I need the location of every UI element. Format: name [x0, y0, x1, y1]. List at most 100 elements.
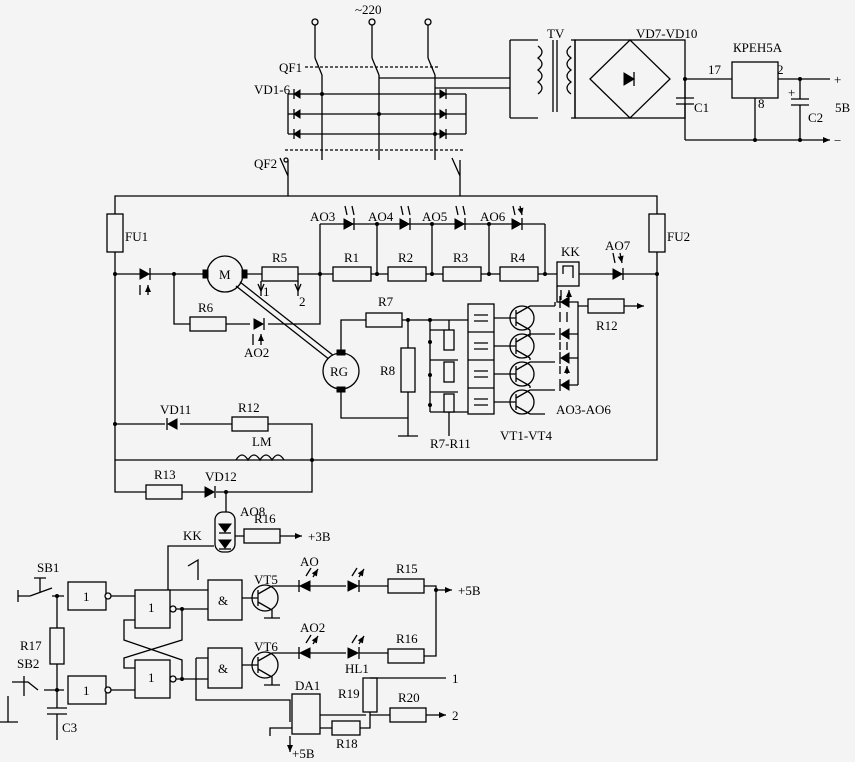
power-supply: ~220 QF1 VD1-6 QF2 TV: [254, 2, 851, 196]
r13-label: R13: [154, 467, 176, 482]
r15-label: R15: [396, 561, 418, 576]
vd12-label: VD12: [205, 469, 237, 484]
lm-label: LM: [252, 434, 272, 449]
inv1-label: 1: [83, 589, 90, 604]
reg-gnd-pin: 8: [758, 96, 765, 111]
motor-circuit: FU1 FU2 M R5 1 2 RG R6 AO2: [106, 195, 690, 461]
plus3v-label: +3В: [308, 529, 331, 544]
r16-bottom-label: R16: [396, 631, 418, 646]
regulator-label: КРЕН5А: [733, 40, 783, 55]
out-plus: +: [834, 72, 841, 87]
reg-in-pin: 17: [708, 62, 722, 77]
and2-label: &: [218, 661, 228, 676]
r12-field: [231, 416, 269, 432]
r8-label: R8: [380, 363, 395, 378]
r16-bottom: [387, 648, 425, 664]
r17-label: R17: [20, 638, 42, 653]
r7-r11-label: R7-R11: [430, 436, 471, 451]
vd1-6-diodes: [293, 89, 447, 139]
ao2b-label: AO2: [300, 620, 325, 635]
vt6-label: VT6: [254, 639, 278, 654]
r12-out: [587, 298, 625, 314]
latch-nand-1: [134, 589, 171, 629]
hl1-label: HL1: [345, 661, 369, 676]
plus5v-da-label: +5В: [292, 746, 315, 761]
reg-out-pin: 2: [777, 62, 784, 77]
rg-label: RG: [330, 364, 348, 379]
ao6-label: AO6: [480, 209, 506, 224]
ao8-label: AO8: [240, 504, 265, 519]
out-minus: −: [834, 133, 841, 148]
r6-label: R6: [198, 300, 214, 315]
r12-field-label: R12: [238, 400, 260, 415]
ao4-label: AO4: [368, 209, 394, 224]
and-gate-1: [207, 579, 243, 621]
plus5v-label: +5В: [458, 583, 481, 598]
c1-label: C1: [694, 100, 709, 115]
resistor-ladder: R1 R2 R3 R4 AO3 AO4 AO5 AO6: [310, 205, 547, 282]
ao7-label: AO7: [605, 238, 631, 253]
latch-nand-2: [134, 659, 171, 699]
transformer-label: TV: [547, 26, 565, 41]
da1-label: DA1: [295, 678, 320, 693]
ao3-label: AO3: [310, 209, 335, 224]
kk2-label: KK: [183, 528, 202, 543]
transistors-vt1-vt4: [494, 305, 555, 415]
ao2-label: AO2: [244, 345, 269, 360]
fuse-fu1: [106, 213, 124, 253]
latch2-label: 1: [148, 670, 155, 685]
vt5-label: VT5: [254, 572, 278, 587]
latch1-label: 1: [148, 600, 155, 615]
and1-label: &: [218, 593, 228, 608]
field-winding: VD11 R12 LM R13 VD12 AO8 R16 +3В KK: [113, 400, 331, 591]
qf2-label: QF2: [254, 156, 277, 171]
ao5-label: AO5: [422, 209, 447, 224]
r5-label: R5: [272, 250, 287, 265]
sb2-label: SB2: [17, 656, 39, 671]
r7: [365, 312, 403, 328]
r8: [400, 347, 416, 393]
r20: [389, 707, 427, 723]
r5-pin1: 1: [263, 284, 270, 299]
vd16-label: VD1-6: [254, 82, 291, 97]
r20-label: R20: [398, 690, 420, 705]
sb1-label: SB1: [37, 560, 59, 575]
r6: [189, 316, 227, 332]
qf1-label: QF1: [279, 60, 302, 75]
c3-label: C3: [62, 720, 77, 735]
r3-label: R3: [453, 250, 468, 265]
inv2-label: 1: [83, 683, 90, 698]
kk-label: KK: [561, 244, 580, 259]
r7-label: R7: [378, 294, 394, 309]
ac-label: ~220: [355, 2, 382, 17]
r5-pin2: 2: [299, 294, 306, 309]
r19-label: R19: [338, 686, 360, 701]
r16-top: [243, 528, 281, 544]
logic-control: SB1 SB2 R17 C3 1 1 1 1 & &: [0, 554, 481, 761]
fu1-label: FU1: [125, 229, 148, 244]
vd11-label: VD11: [160, 402, 191, 417]
fuse-fu2: [648, 213, 666, 253]
motor-m-label: M: [219, 267, 231, 282]
fu2-label: FU2: [667, 229, 690, 244]
r1-label: R1: [344, 250, 359, 265]
and-gate-2: [207, 647, 243, 689]
vt1-vt4-label: VT1-VT4: [500, 428, 552, 443]
r18-label: R18: [336, 736, 358, 751]
r2-label: R2: [398, 250, 413, 265]
ao3-ao6-label: AO3-AO6: [556, 402, 611, 417]
out2-label: 2: [452, 708, 459, 723]
r16-top-label: R16: [254, 511, 276, 526]
out1-label: 1: [452, 671, 459, 686]
r15: [387, 578, 425, 594]
bridge-label: VD7-VD10: [636, 26, 697, 41]
out-voltage: 5В: [835, 100, 851, 115]
r19: [362, 677, 378, 713]
comparator-da1: [291, 693, 321, 735]
r12-out-label: R12: [596, 318, 618, 333]
speed-sensor-block: R7 R8 R7-R11 VT1-VT4: [340, 286, 644, 451]
r4-label: R4: [510, 250, 526, 265]
r13: [145, 484, 183, 500]
